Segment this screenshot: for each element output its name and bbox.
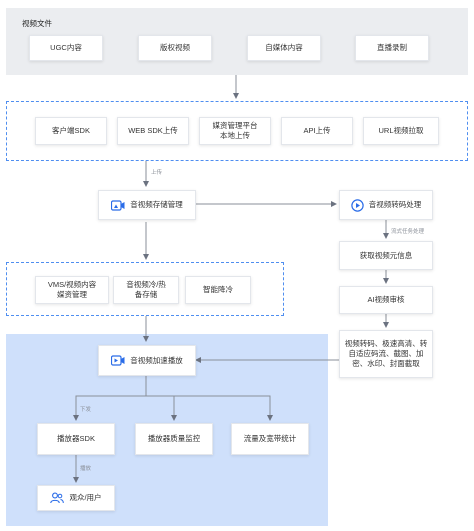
- upload-media-platform: 媒资管理平台 本地上传: [199, 117, 271, 145]
- source-ugc: UGC内容: [29, 35, 103, 61]
- edge-label-upload: 上传: [151, 170, 163, 176]
- upload-methods-group: [6, 101, 468, 161]
- video-files-title: 视频文件: [22, 19, 52, 28]
- ai-review: AI视频审核: [339, 286, 433, 314]
- vms-media-management: VMS/视频内容 媒资管理: [35, 276, 109, 304]
- player-quality-monitoring: 播放器质量监控: [135, 423, 213, 455]
- upload-client-sdk: 客户端SDK: [35, 117, 107, 145]
- player-sdk: 播放器SDK: [37, 423, 115, 455]
- play-circle-icon: [351, 198, 364, 212]
- edge-label-workflow: 流式任务处理: [391, 229, 425, 235]
- storage-services-group: [6, 262, 284, 316]
- storage-management: 音视频存储管理: [98, 190, 196, 220]
- video-camera-icon: [111, 199, 125, 211]
- smart-cooling: 智能降冷: [185, 276, 251, 304]
- transcode-detail: 视频转码、极速高清、转 自适应码流、截图、加 密、水印、封面截取: [339, 330, 433, 378]
- source-self-media: 自媒体内容: [247, 35, 321, 61]
- source-copyright: 版权视频: [138, 35, 212, 61]
- source-live-recording: 直播录制: [355, 35, 429, 61]
- edge-label-deliver: 下发: [80, 407, 92, 413]
- upload-web-sdk: WEB SDK上传: [117, 117, 189, 145]
- cold-hot-storage: 音视频冷/热 备存储: [113, 276, 179, 304]
- upload-url-pull: URL视频拉取: [363, 117, 439, 145]
- traffic-bandwidth-stats: 流量及宽带统计: [231, 423, 309, 455]
- edge-label-play: 播放: [80, 466, 92, 472]
- transcode-processing: 音视频转码处理: [339, 190, 433, 220]
- video-camera-icon: [111, 355, 125, 366]
- upload-api: API上传: [281, 117, 353, 145]
- users-icon: [50, 492, 65, 504]
- audience: 观众/用户: [37, 485, 115, 511]
- get-metadata: 获取视频元信息: [339, 241, 433, 270]
- accelerated-playback: 音视频加速播放: [98, 345, 196, 376]
